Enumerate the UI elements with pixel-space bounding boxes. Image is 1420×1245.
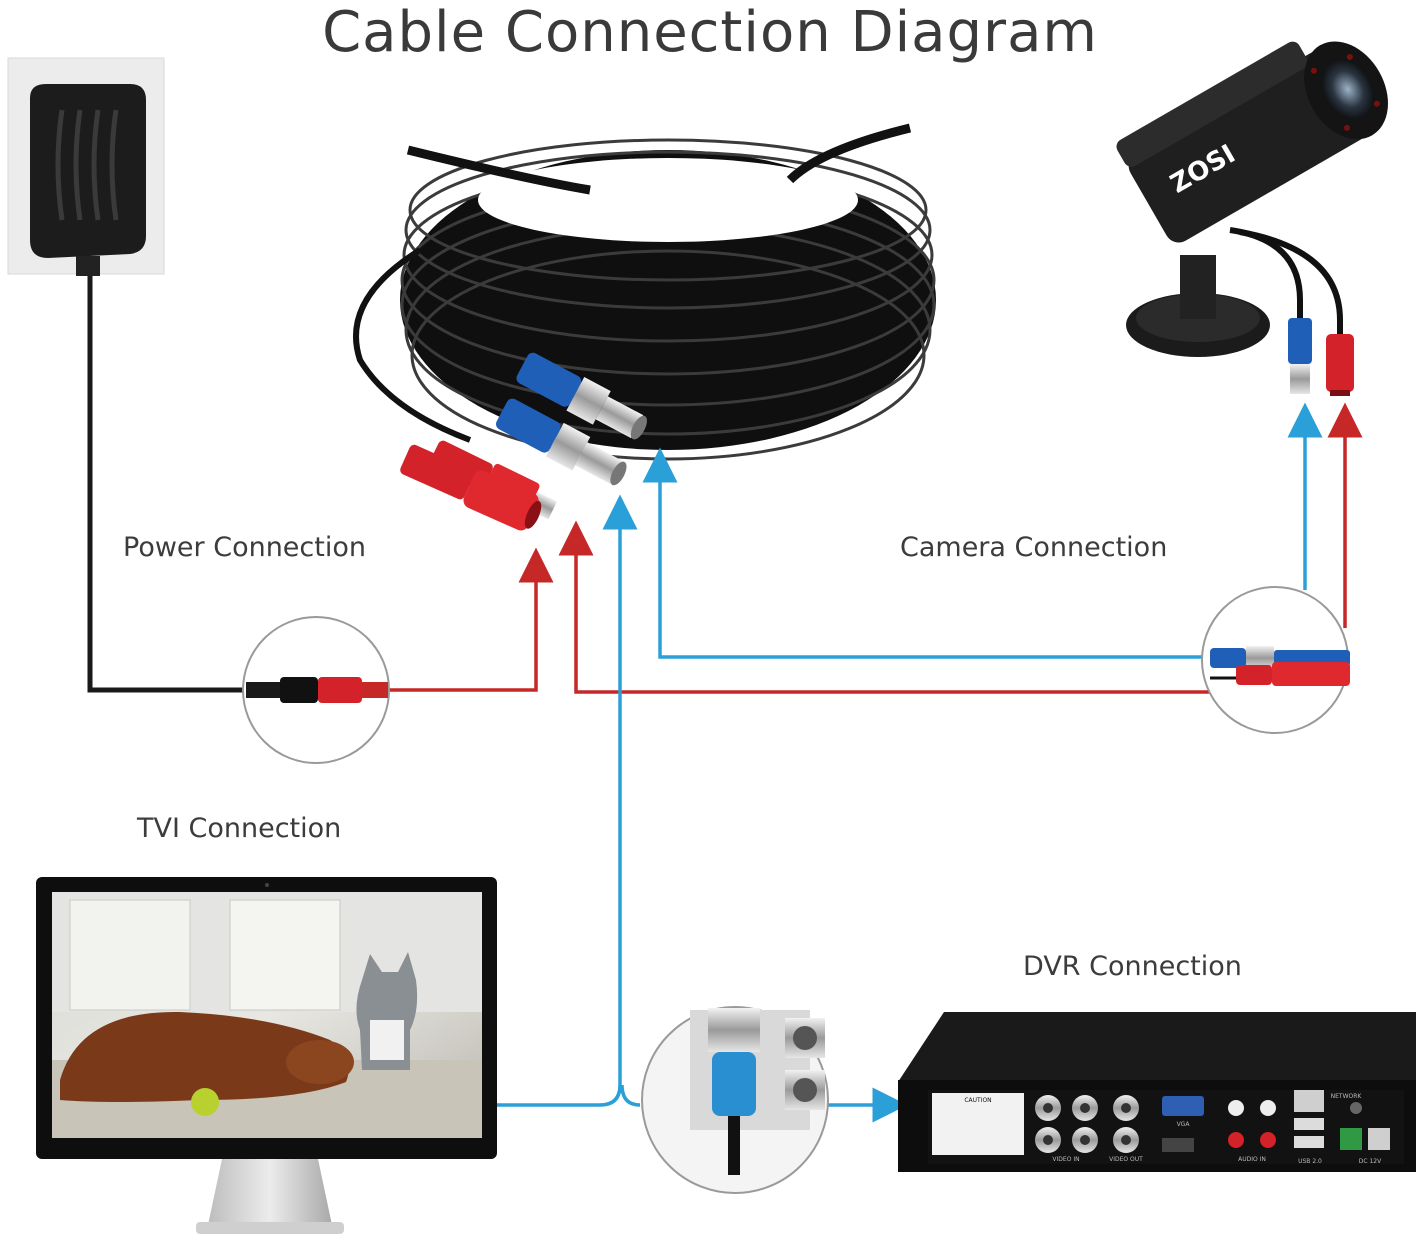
- power-adapter: [7, 57, 165, 276]
- adapter-cord: [87, 276, 250, 693]
- usb-label: USB 2.0: [1298, 1158, 1322, 1165]
- audio-in-label: AUDIO IN: [1238, 1156, 1266, 1163]
- cable-dc-connectors: [400, 440, 558, 531]
- dc-label: DC 12V: [1359, 1158, 1382, 1165]
- tvi-connection-label: TVI Connection: [137, 813, 342, 844]
- cable-bnc-connectors: [496, 352, 647, 486]
- video-in-label: VIDEO IN: [1052, 1156, 1079, 1163]
- camera-zoom-circle: [1201, 586, 1350, 734]
- camera-connection-label: Camera Connection: [900, 532, 1168, 563]
- caution-text: CAUTION: [964, 1097, 991, 1104]
- dvr-unit: CAUTION VIDEO IN VIDEO OUT VGA: [898, 1012, 1416, 1172]
- vga-label: VGA: [1177, 1121, 1191, 1128]
- power-connection-label: Power Connection: [123, 532, 366, 563]
- diagram-title: Cable Connection Diagram: [322, 0, 1098, 65]
- power-line-adapter: [388, 547, 554, 692]
- power-line-camera: [558, 520, 1210, 694]
- power-zoom-circle: [242, 616, 390, 764]
- bullet-camera: ZOSI: [1116, 41, 1388, 396]
- coiled-siamese-cable: [353, 123, 936, 461]
- video-line-monitor: [496, 494, 638, 1107]
- network-label: NETWORK: [1331, 1093, 1363, 1100]
- video-line-dvr: [620, 1084, 641, 1107]
- monitor: [36, 877, 497, 1234]
- dvr-connection-label: DVR Connection: [1023, 951, 1242, 982]
- video-line-camera: [642, 447, 1210, 659]
- video-out-label: VIDEO OUT: [1109, 1156, 1143, 1163]
- dvr-port-zoom-circle: [641, 1006, 829, 1194]
